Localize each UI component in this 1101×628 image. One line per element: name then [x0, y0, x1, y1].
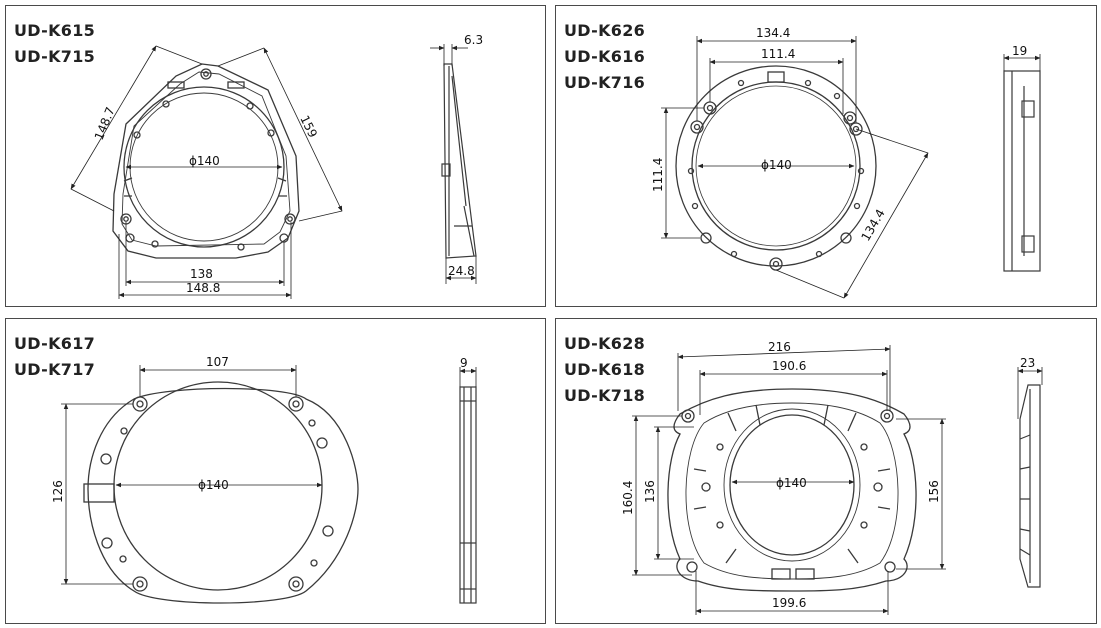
panel-ud-k617: UD-K617 UD-K717 ϕ140	[5, 318, 546, 624]
model-list: UD-K626 UD-K616 UD-K716	[564, 18, 645, 96]
drawing-ud-k626: ϕ140 134.4 111.4 111.4 134.4 19	[651, 26, 1041, 299]
dim-top-inner: 111.4	[761, 47, 795, 61]
diameter-label: ϕ140	[761, 158, 792, 172]
dim-top-inner: 190.6	[772, 359, 806, 373]
front-dimensions	[661, 36, 929, 299]
adapter-outline	[667, 388, 917, 592]
dim-left-inner: 136	[643, 480, 657, 503]
dim-depth-bottom: 24.8	[448, 264, 475, 278]
model-list: UD-K628 UD-K618 UD-K718	[564, 331, 645, 409]
side-profile	[1003, 70, 1041, 272]
dim-bottom-outer: 148.8	[186, 281, 220, 295]
dim-depth: 19	[1012, 44, 1027, 58]
dim-side-left: 148.7	[92, 105, 118, 142]
front-dimensions	[61, 365, 323, 585]
dim-side-right: 159	[297, 113, 320, 140]
dim-bottom-inner: 138	[190, 267, 213, 281]
side-profile	[1019, 384, 1041, 588]
dim-top: 107	[206, 355, 229, 369]
dim-depth: 9	[460, 356, 468, 370]
front-dimensions	[70, 45, 343, 299]
dim-bottom: 199.6	[772, 596, 806, 610]
model-name: UD-K628	[564, 334, 646, 353]
front-view	[83, 381, 359, 604]
drawing-ud-k615: ϕ140 148.7 159 138 148.8 6.3 24.8	[70, 33, 483, 299]
dim-top-outer: 134.4	[756, 26, 790, 40]
dim-left-outer: 160.4	[621, 481, 635, 515]
side-view	[441, 63, 477, 259]
dim-left: 126	[51, 480, 65, 503]
speaker-opening	[729, 414, 855, 556]
model-name: UD-K716	[564, 73, 646, 92]
dim-depth: 23	[1020, 356, 1035, 370]
model-name: UD-K617	[14, 334, 96, 353]
adapter-outline	[87, 387, 359, 604]
side-view	[1019, 384, 1041, 588]
diameter-label: ϕ140	[198, 478, 229, 492]
side-view	[1003, 70, 1041, 272]
front-view	[667, 388, 917, 592]
dim-depth-top: 6.3	[464, 33, 483, 47]
drawing-ud-k628: ϕ140 216 190.6 160.4 136 156 199.6 23	[621, 340, 1043, 615]
model-name: UD-K626	[564, 21, 646, 40]
panel-ud-k628: UD-K628 UD-K618 UD-K718	[555, 318, 1097, 624]
panel-ud-k615: UD-K615 UD-K715	[5, 5, 546, 307]
model-name: UD-K717	[14, 360, 96, 379]
model-name: UD-K615	[14, 21, 96, 40]
dim-right: 156	[927, 480, 941, 503]
model-list: UD-K617 UD-K717	[14, 331, 95, 383]
drawing-ud-k617: ϕ140 107 126 9	[51, 355, 477, 604]
side-profile	[459, 386, 477, 604]
dim-diagonal: 134.4	[858, 207, 887, 244]
panel-ud-k626: UD-K626 UD-K616 UD-K716	[555, 5, 1097, 307]
diameter-label: ϕ140	[189, 154, 220, 168]
model-name: UD-K616	[564, 47, 646, 66]
side-view	[459, 386, 477, 604]
dim-top-outer: 216	[768, 340, 791, 354]
model-name: UD-K718	[564, 386, 646, 405]
dim-left: 111.4	[651, 158, 665, 192]
front-dimensions	[632, 345, 946, 615]
model-name: UD-K618	[564, 360, 646, 379]
diameter-label: ϕ140	[776, 476, 807, 490]
